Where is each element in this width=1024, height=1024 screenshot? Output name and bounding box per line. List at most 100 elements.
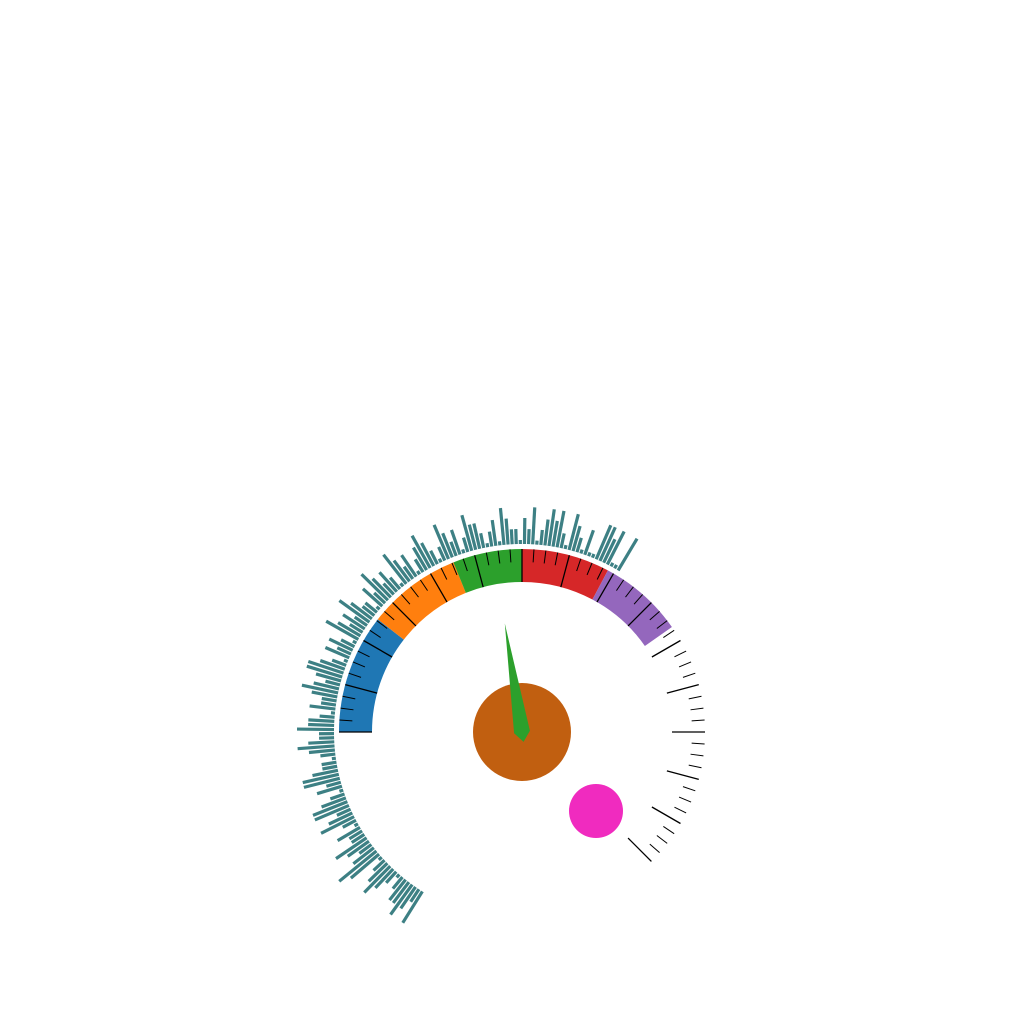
minor-tick <box>663 826 675 835</box>
histogram-bar <box>325 780 342 788</box>
major-tick <box>666 684 699 694</box>
minor-tick <box>339 719 353 722</box>
histogram-bar <box>391 876 404 890</box>
histogram-bar <box>485 542 490 548</box>
band-layer <box>339 549 672 732</box>
histogram-bar <box>320 815 355 835</box>
minor-tick <box>576 558 582 572</box>
histogram-bar <box>437 558 443 564</box>
histogram-bar <box>391 881 411 904</box>
needle-layer <box>473 623 623 838</box>
histogram-bar <box>509 529 514 545</box>
minor-tick <box>497 550 501 564</box>
histogram-bar <box>420 542 436 567</box>
major-tick <box>627 837 652 862</box>
histogram-bar <box>594 524 613 560</box>
histogram-bar <box>311 690 338 699</box>
minor-tick <box>357 650 370 658</box>
histogram-bar <box>432 524 451 560</box>
major-tick <box>429 573 448 603</box>
histogram-bar <box>364 601 378 614</box>
minor-tick <box>656 835 668 844</box>
histogram-bar <box>301 683 339 695</box>
histogram-bar <box>361 587 384 608</box>
minor-tick <box>348 672 362 678</box>
major-tick <box>596 573 615 603</box>
histogram-bar <box>563 544 568 550</box>
histogram-bar <box>319 659 346 671</box>
histogram-bar <box>375 605 381 611</box>
histogram-bar <box>331 658 347 667</box>
histogram-bar <box>346 839 370 858</box>
minor-tick <box>462 558 468 572</box>
histogram-bar <box>319 714 335 719</box>
histogram-bar <box>526 529 531 545</box>
histogram-bar <box>449 541 458 557</box>
histogram-bar <box>616 537 639 572</box>
histogram-bar <box>352 639 358 645</box>
gauge-band-blue <box>339 619 404 732</box>
histogram-bar <box>328 811 354 826</box>
histogram-bar <box>315 672 342 683</box>
histogram-bar <box>605 530 626 566</box>
minor-tick <box>616 579 625 591</box>
histogram-bar <box>328 637 354 652</box>
histogram-bar <box>571 525 582 552</box>
histogram-bar <box>388 576 402 591</box>
histogram-bar <box>302 772 340 785</box>
gauge-band-purple <box>592 570 672 646</box>
histogram-bar <box>429 550 439 565</box>
histogram-bar <box>335 836 368 860</box>
histogram-bar <box>575 537 583 553</box>
histogram-bar <box>400 554 418 578</box>
major-tick <box>627 602 652 627</box>
histogram-bar <box>371 577 392 599</box>
minor-tick <box>690 753 704 757</box>
histogram-bar <box>361 605 376 617</box>
histogram-bar <box>322 764 338 771</box>
histogram-bar <box>598 526 617 562</box>
histogram-bar <box>312 768 339 778</box>
histogram-bar <box>374 867 395 889</box>
histogram-bar <box>321 696 337 703</box>
histogram-bar <box>490 519 498 547</box>
major-tick <box>560 555 570 588</box>
histogram-bar <box>461 537 470 553</box>
tick-layer <box>339 549 705 862</box>
histogram-bar <box>338 788 344 793</box>
histogram-bar <box>389 883 414 916</box>
histogram-bar <box>321 760 337 767</box>
minor-tick <box>410 586 419 598</box>
histogram-bar <box>388 878 407 902</box>
gauge-band-orange <box>377 562 466 640</box>
minor-tick <box>384 610 395 621</box>
minor-tick <box>625 586 634 598</box>
major-tick <box>651 806 681 825</box>
histogram-bar <box>343 658 349 664</box>
histogram-bar <box>350 601 373 621</box>
histogram-bar <box>602 538 617 564</box>
histogram-bar <box>583 529 595 556</box>
minor-tick <box>649 610 660 621</box>
histogram-bar <box>555 510 566 548</box>
histogram-bar <box>307 660 344 675</box>
histogram-bar <box>297 744 335 751</box>
histogram-bar <box>320 796 347 809</box>
histogram-bar <box>399 582 405 588</box>
minor-tick <box>419 579 428 591</box>
histogram-bar <box>609 562 615 568</box>
histogram-bar <box>316 784 343 796</box>
histogram-bar <box>410 534 432 569</box>
histogram-bar <box>338 599 371 624</box>
histogram-bar <box>449 529 462 556</box>
histogram-bar <box>313 681 340 691</box>
histogram-bar <box>551 520 559 547</box>
histogram-bar <box>308 740 335 745</box>
minor-tick <box>554 552 559 566</box>
gauge-band-green <box>453 549 522 593</box>
indicator-dot <box>569 784 623 838</box>
minor-tick <box>352 661 366 668</box>
major-tick <box>666 770 699 780</box>
